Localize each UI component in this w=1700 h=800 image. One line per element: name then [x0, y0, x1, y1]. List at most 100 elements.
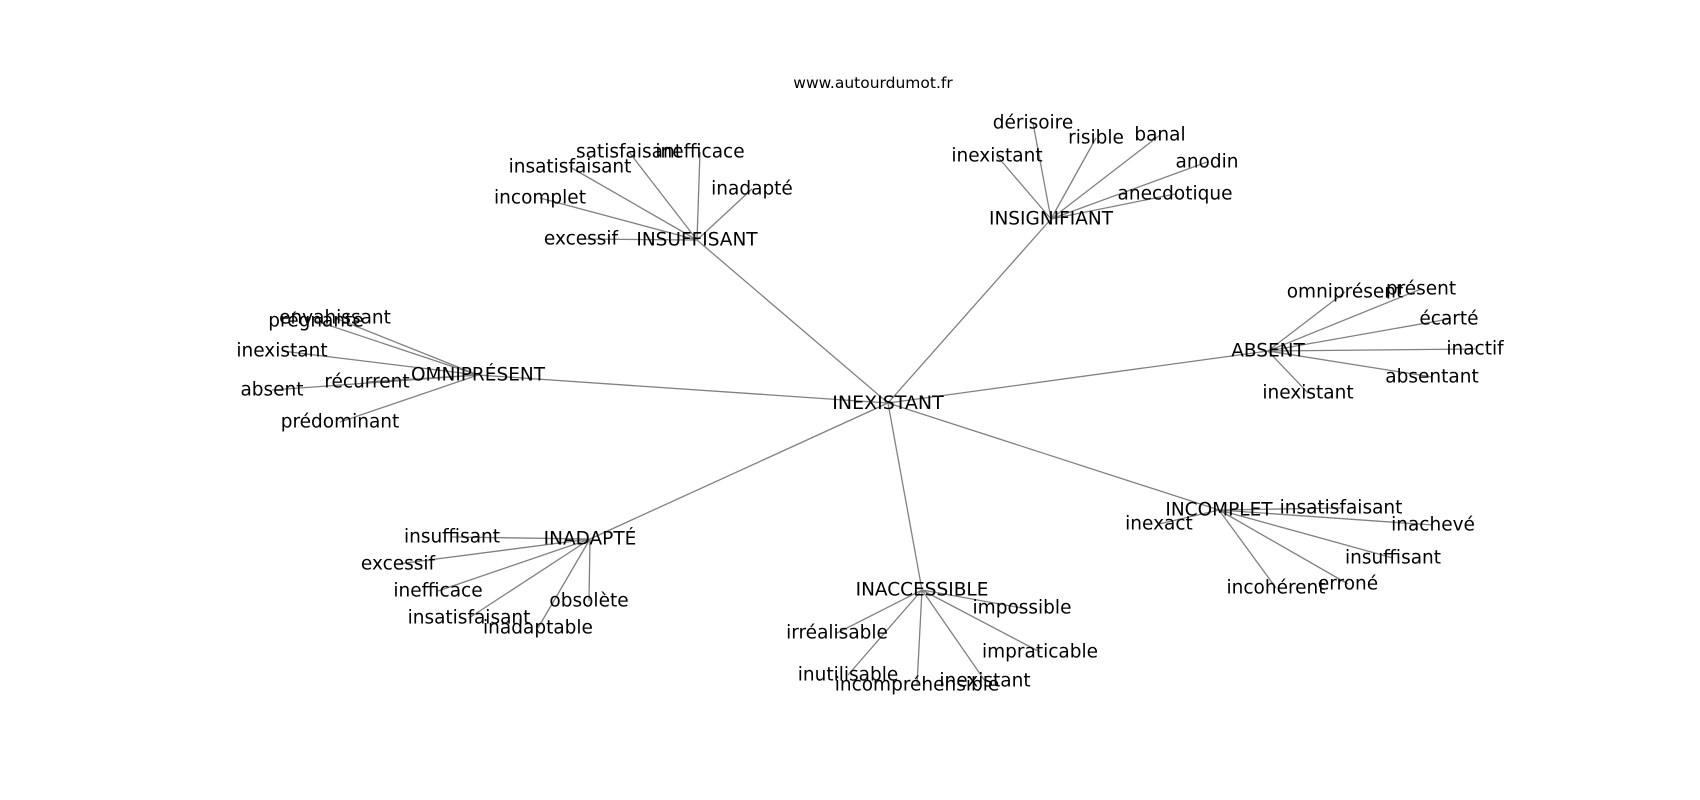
word-node[interactable]: inexistant [1262, 383, 1353, 404]
hub-node[interactable]: INSUFFISANT [636, 230, 758, 251]
word-node[interactable]: anecdotique [1118, 184, 1233, 205]
word-node[interactable]: impraticable [982, 642, 1098, 663]
edge-center-to-hub [887, 402, 923, 591]
edge-hub-to-word [996, 155, 1052, 220]
edge-hub-to-word [451, 536, 591, 540]
edge-hub-to-word [1218, 509, 1394, 559]
word-node[interactable]: absent [240, 380, 303, 401]
edge-hub-to-word [580, 238, 698, 241]
edge-hub-to-word [1267, 350, 1433, 378]
edge-hub-to-word [1267, 350, 1309, 394]
word-node[interactable]: obsolète [549, 591, 628, 612]
word-node[interactable]: incohérent [1226, 578, 1325, 599]
word-node[interactable]: présent [1386, 279, 1456, 300]
edge-hub-to-word [921, 589, 1041, 653]
word-node[interactable]: insatisfaisant [509, 157, 632, 178]
word-node[interactable]: inefficace [655, 142, 744, 163]
edge-hub-to-word [1050, 161, 1208, 220]
edge-hub-to-word [1050, 134, 1161, 220]
edge-center-to-hub [887, 402, 1220, 511]
edge-hub-to-word [588, 538, 591, 602]
word-node[interactable]: inexistant [951, 146, 1042, 167]
word-node[interactable]: erroné [1318, 574, 1378, 595]
word-node[interactable]: inadapté [711, 179, 793, 200]
edge-hub-to-word [1050, 193, 1176, 220]
word-node[interactable]: insatisfaisant [1280, 498, 1403, 519]
word-node[interactable]: inactif [1446, 339, 1504, 360]
edge-hub-to-word [1218, 509, 1277, 589]
edge-center-to-hub [887, 350, 1269, 404]
edge-hub-to-word [696, 188, 753, 241]
edge-hub-to-word [1218, 509, 1349, 585]
word-node[interactable]: inexact [1125, 514, 1193, 535]
word-node[interactable]: risible [1068, 128, 1124, 149]
word-node[interactable]: prédominant [281, 412, 400, 433]
edge-hub-to-word [1267, 288, 1422, 352]
word-node[interactable]: excessif [544, 229, 619, 250]
word-node[interactable]: omniprésent [1287, 282, 1404, 303]
edge-hub-to-word [1158, 509, 1220, 525]
word-node[interactable]: inexistant [939, 671, 1030, 692]
word-node[interactable]: inefficace [393, 581, 482, 602]
graph-labels: satisfaisantinefficaceinsatisfaisantinad… [236, 113, 1504, 696]
edge-hub-to-word [397, 538, 591, 565]
edge-hub-to-word [916, 589, 923, 686]
edge-hub-to-word [339, 374, 479, 423]
hub-node[interactable]: INACCESSIBLE [856, 580, 989, 601]
edge-hub-to-word [1267, 318, 1450, 352]
word-node[interactable]: incomplet [494, 188, 586, 209]
word-node[interactable]: inachevé [1391, 515, 1475, 536]
word-node[interactable]: anodin [1176, 152, 1239, 173]
word-node[interactable]: excessif [361, 554, 436, 575]
edge-hub-to-word [1050, 137, 1097, 220]
hub-node[interactable]: ABSENT [1231, 341, 1305, 362]
word-node[interactable]: envahissant [279, 308, 391, 329]
word-node[interactable]: écarté [1419, 309, 1478, 330]
edge-hub-to-word [921, 589, 986, 682]
edge-hub-to-word [847, 589, 923, 676]
site-url: www.autourdumot.fr [793, 74, 953, 92]
edge-hub-to-word [334, 317, 479, 376]
edge-hub-to-word [569, 166, 698, 241]
word-node[interactable]: insuffisant [404, 527, 500, 548]
word-node[interactable]: récurrent [324, 372, 409, 393]
edge-center-to-hub [589, 402, 889, 540]
word-node[interactable]: inutilisable [798, 665, 899, 686]
edge-hub-to-word [315, 320, 479, 376]
edge-hub-to-word [921, 589, 1023, 609]
hub-node[interactable]: OMNIPRÉSENT [411, 364, 546, 386]
graph-edges [271, 122, 1476, 686]
edge-hub-to-word [836, 589, 923, 634]
edge-hub-to-word [271, 374, 479, 391]
word-node[interactable]: insuffisant [1345, 548, 1441, 569]
edge-center-to-hub [887, 218, 1052, 404]
word-node[interactable]: absentant [1385, 367, 1478, 388]
edge-center-to-hub [477, 374, 889, 404]
edge-hub-to-word [281, 350, 479, 376]
edge-hub-to-word [1267, 291, 1346, 352]
edge-hub-to-word [537, 538, 591, 629]
hub-node[interactable]: INADAPTÉ [544, 528, 637, 550]
edge-hub-to-word [539, 197, 698, 241]
edge-hub-to-word [437, 538, 591, 592]
edge-hub-to-word [696, 151, 701, 241]
word-node[interactable]: banal [1134, 125, 1185, 146]
hub-node[interactable]: INCOMPLET [1165, 500, 1273, 521]
word-node[interactable]: dérisoire [993, 113, 1074, 134]
word-node[interactable]: satisfaisant [576, 142, 682, 163]
word-node[interactable]: inexistant [236, 341, 327, 362]
edge-hub-to-word [1267, 348, 1476, 352]
edge-hub-to-word [1218, 509, 1434, 526]
word-node[interactable]: impossible [973, 598, 1072, 619]
edge-hub-to-word [628, 151, 698, 241]
edge-hub-to-word [1218, 507, 1342, 511]
center-node[interactable]: INEXISTANT [832, 392, 944, 414]
word-node[interactable]: incompréhensible [835, 675, 1000, 696]
word-node[interactable]: prégnante [268, 311, 364, 332]
word-node[interactable]: inadaptable [483, 618, 593, 639]
word-node[interactable]: irréalisable [786, 623, 888, 644]
word-node[interactable]: insatisfaisant [408, 608, 531, 629]
hub-node[interactable]: INSIGNIFIANT [989, 209, 1114, 230]
edge-center-to-hub [696, 239, 889, 404]
